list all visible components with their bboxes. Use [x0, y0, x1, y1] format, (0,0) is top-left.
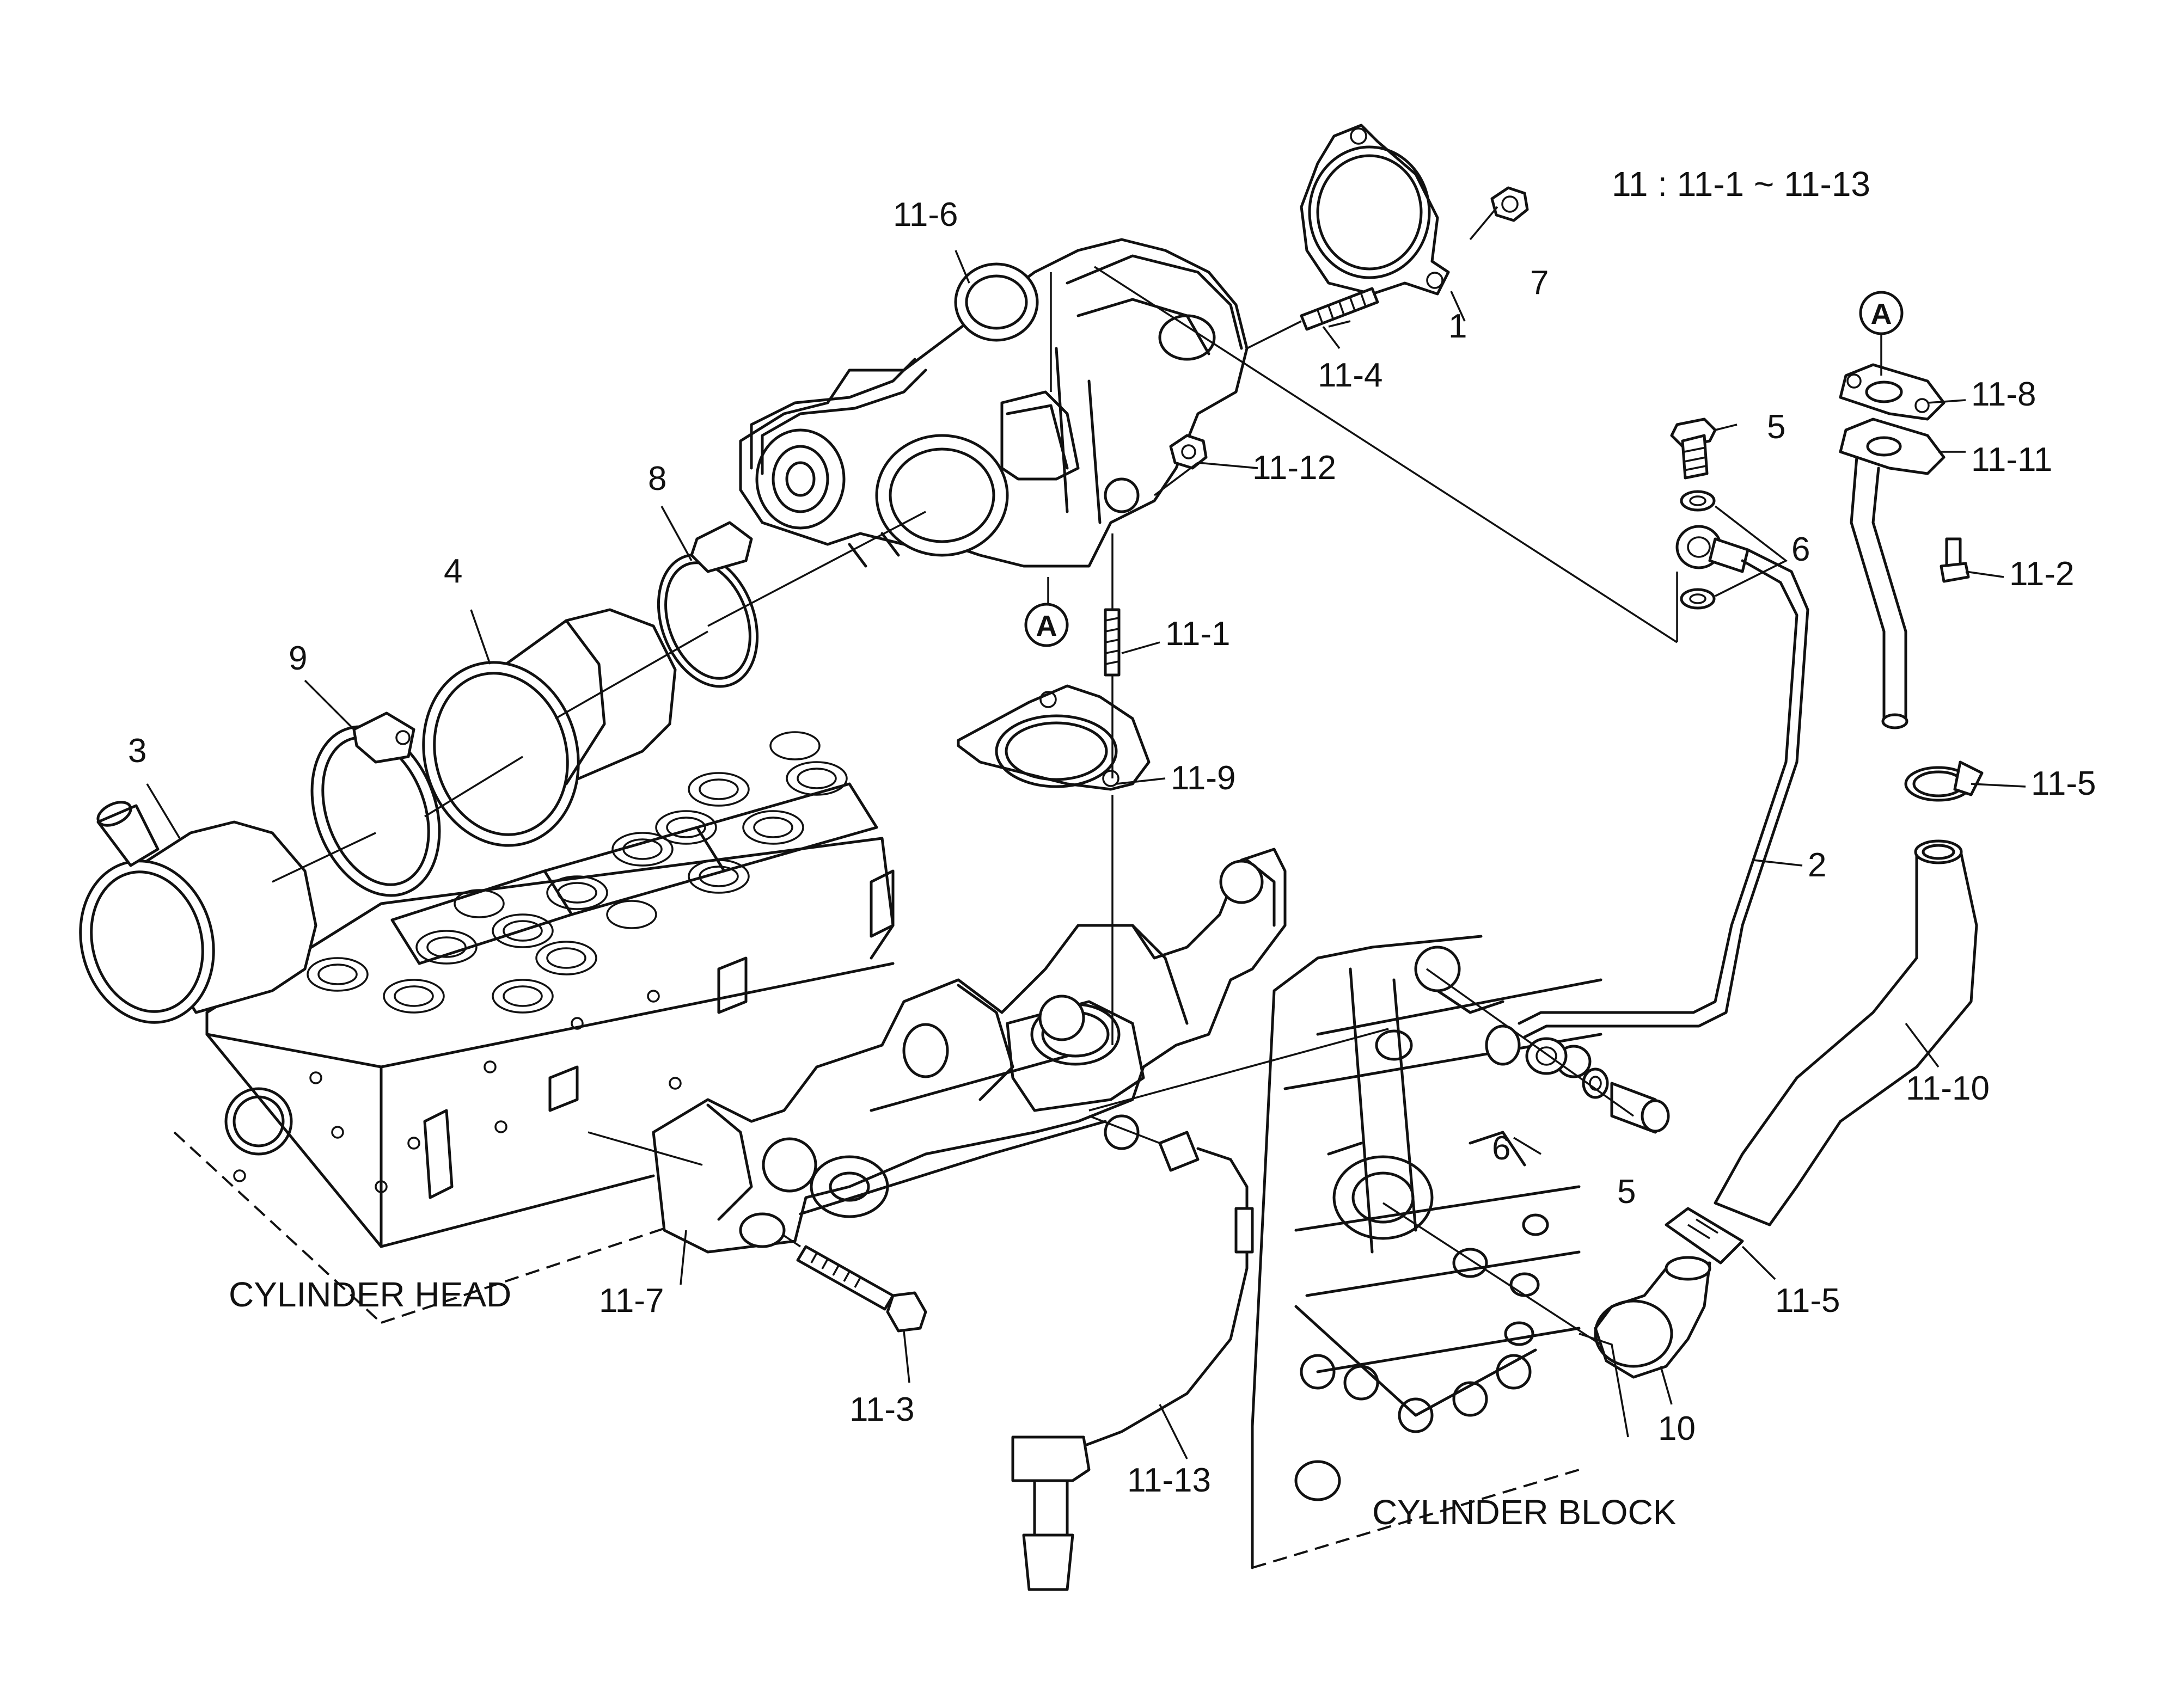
bolt-11-3	[784, 1235, 927, 1333]
reference-marker-a-left: A	[1024, 603, 1069, 647]
elbow-10	[1594, 1256, 1711, 1379]
clamp-8	[657, 521, 759, 688]
label-11-2: 11-2	[2009, 555, 2075, 593]
label-2: 2	[1808, 846, 1826, 884]
oil-feed-pipe-2	[1518, 548, 1809, 1039]
hose-4	[422, 608, 677, 847]
legend-text: 11 : 11-1 ~ 11-13	[1612, 164, 1870, 204]
label-11-4: 11-4	[1318, 357, 1383, 394]
flange-11-11	[1839, 418, 1946, 475]
label-11-1: 11-1	[1165, 615, 1231, 653]
label-11-7: 11-7	[599, 1282, 664, 1320]
exhaust-manifold	[652, 848, 1287, 1254]
stud-11-1	[1104, 608, 1121, 677]
section-label-cylinder-block: CYLINDER BLOCK	[1372, 1493, 1676, 1532]
section-label-cylinder-head: CYLINDER HEAD	[229, 1275, 511, 1314]
callout-labels: 11 : 11-1 ~ 11-13 11-6 1 7 11-4 11-12 8 …	[128, 164, 2096, 1532]
label-11-10: 11-10	[1906, 1070, 1990, 1107]
label-7: 7	[1530, 264, 1549, 302]
label-11-13: 11-13	[1127, 1462, 1211, 1499]
nut-7	[1490, 186, 1529, 222]
label-11-9: 11-9	[1171, 759, 1236, 797]
banjo-bolt-5-lower	[1610, 1082, 1670, 1134]
label-9: 9	[289, 640, 307, 677]
label-6-lower: 6	[1492, 1130, 1510, 1167]
gasket-turbine-outlet	[1300, 124, 1450, 296]
stud-11-4	[1246, 287, 1379, 349]
banjo-bolt-5-upper	[1670, 418, 1717, 480]
assembly-lines	[272, 266, 1678, 1346]
label-11-5-upper: 11-5	[2031, 765, 2096, 802]
label-11-8: 11-8	[1971, 376, 2036, 413]
clip-11-5-lower	[1665, 1207, 1744, 1265]
label-11-3: 11-3	[849, 1391, 915, 1428]
nut-11-12	[1169, 434, 1208, 470]
gasket-11-9	[957, 684, 1151, 791]
label-8: 8	[648, 460, 666, 498]
cylinder-block	[1251, 935, 1602, 1569]
label-5-lower: 5	[1617, 1173, 1636, 1211]
label-11-6: 11-6	[893, 196, 958, 234]
label-6-upper: 6	[1791, 531, 1810, 568]
marker-a-text: A	[1036, 610, 1057, 642]
banjo-assembly-line	[1426, 968, 1635, 1117]
label-11-12: 11-12	[1252, 449, 1336, 487]
clamp-9	[310, 711, 441, 897]
hose-11-10	[1714, 839, 1978, 1226]
oil-return-pipe-11-11	[1850, 456, 1908, 729]
banjo-fitting-upper	[1675, 525, 1749, 573]
label-11-11: 11-11	[1971, 441, 2052, 478]
callout-leaders	[146, 206, 2026, 1459]
temperature-sensor-11-13	[1011, 1115, 1254, 1591]
cylinder-head	[173, 731, 895, 1324]
washer-6-upper	[1680, 490, 1716, 610]
bolt-11-2	[1940, 537, 1970, 583]
label-3: 3	[128, 732, 146, 770]
label-4: 4	[444, 553, 462, 590]
marker-a-text: A	[1871, 298, 1892, 330]
pipe-3	[79, 801, 317, 1024]
label-1: 1	[1448, 308, 1467, 345]
flange-gasket-11-8	[1839, 363, 1946, 421]
label-10: 10	[1658, 1410, 1696, 1447]
reference-marker-a-right: A	[1859, 291, 1904, 376]
clip-11-5-upper	[1904, 760, 1984, 802]
label-5-upper: 5	[1767, 408, 1785, 446]
label-11-5-lower: 11-5	[1775, 1282, 1840, 1320]
turbocharger	[739, 238, 1249, 568]
